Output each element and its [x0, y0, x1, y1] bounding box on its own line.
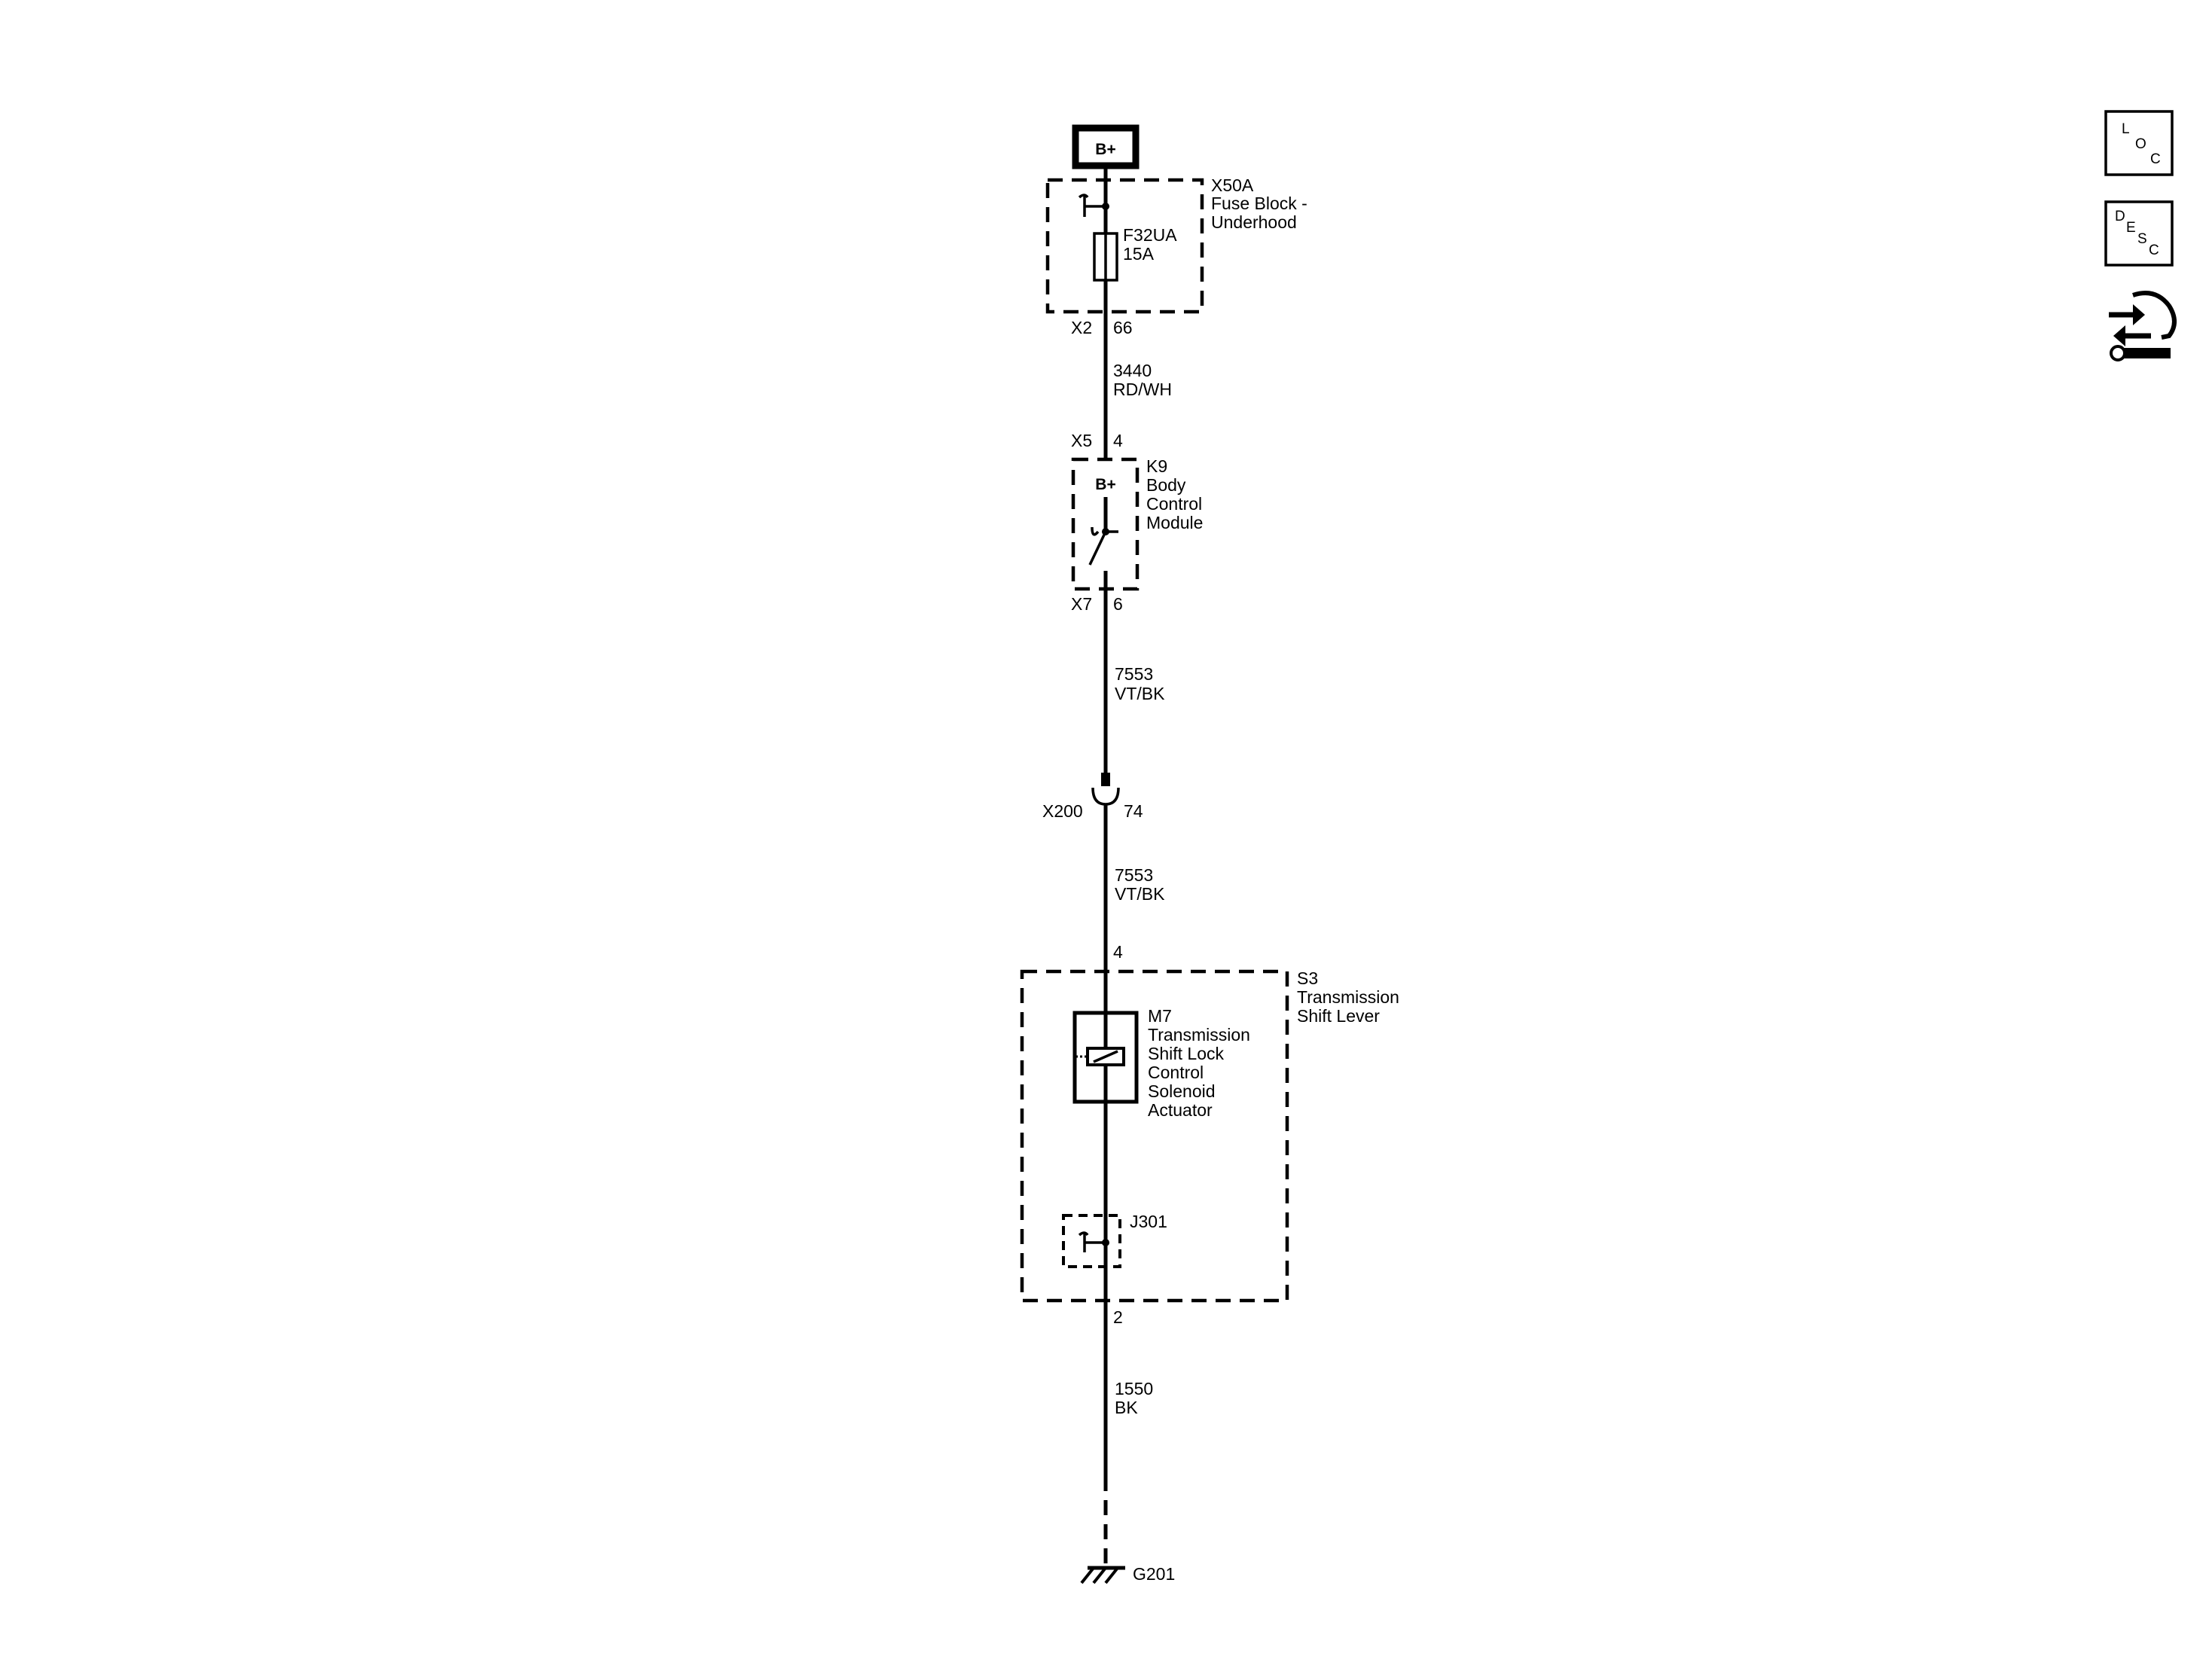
bcm-id: K9	[1146, 456, 1167, 476]
solenoid-coil-diagonal	[1093, 1050, 1118, 1063]
jumper-id: J301	[1130, 1212, 1167, 1231]
bcm-name-line1: Body	[1146, 475, 1186, 495]
solenoid-name-line3: Control	[1148, 1063, 1204, 1082]
wire-7553-lower-circuit: 7553	[1115, 865, 1153, 885]
ground-hatch-3	[1104, 1566, 1119, 1584]
connector-socket	[1091, 787, 1120, 806]
desc-letter-c: C	[2149, 242, 2159, 258]
bcm-out-pin: 6	[1113, 594, 1123, 614]
solenoid-name-line4: Solenoid	[1148, 1081, 1216, 1101]
bcm-in-pin: 4	[1113, 431, 1123, 450]
bcm-switch-hook	[1091, 526, 1100, 536]
solenoid-name-line1: Transmission	[1148, 1025, 1250, 1045]
wire-7553-lower[interactable]: 7553 VT/BK	[1103, 804, 1165, 971]
wire-1550-circuit: 1550	[1115, 1379, 1153, 1398]
inline-connector-id: X200	[1042, 801, 1083, 821]
power-source-label: B+	[1095, 141, 1115, 158]
jumper-hook-curve	[1078, 1231, 1089, 1237]
solenoid-name-line5: Actuator	[1148, 1100, 1213, 1120]
loc-button-frame	[2104, 110, 2174, 176]
desc-letter-s: S	[2137, 231, 2147, 247]
fuse-bus-hook	[1083, 196, 1106, 217]
ground-g201[interactable]: G201	[1080, 1476, 1175, 1584]
solenoid-id: M7	[1148, 1006, 1172, 1026]
loc-letter-c: C	[2150, 151, 2161, 167]
tool-icon[interactable]	[2109, 291, 2177, 361]
bcm-name-line2: Control	[1146, 494, 1202, 514]
loc-letter-l: L	[2122, 121, 2130, 137]
inline-connector-x200[interactable]: X200 74	[1042, 773, 1143, 821]
loc-button[interactable]: L O C	[2104, 110, 2174, 176]
inline-connector-pin: 74	[1124, 801, 1143, 821]
fuse-block-name-line1: Fuse Block -	[1211, 194, 1307, 213]
bcm-supply-label: B+	[1095, 476, 1115, 493]
solenoid-name-line2: Shift Lock	[1148, 1044, 1224, 1063]
wire-1550-color: BK	[1115, 1398, 1138, 1417]
tool-wrench-ring	[2110, 345, 2126, 361]
shift-lever-name-line2: Shift Lever	[1297, 1006, 1380, 1026]
jumper-j301[interactable]: J301	[1062, 1212, 1167, 1268]
shift-lever-id: S3	[1297, 968, 1318, 988]
desc-button-frame	[2104, 200, 2174, 267]
bcm-switch-blade	[1088, 531, 1107, 566]
transmission-shift-lever[interactable]: S3 Transmission Shift Lever	[1020, 968, 1399, 1303]
shift-lever-in-pin: 4	[1113, 942, 1123, 962]
desc-letter-d: D	[2115, 209, 2125, 224]
tool-wrench-handle	[2112, 348, 2171, 358]
wire-1550[interactable]: 1550 BK	[1103, 1301, 1153, 1476]
shift-lock-solenoid[interactable]: M7 Transmission Shift Lock Control Solen…	[1072, 971, 1250, 1120]
bcm-out-connector: X7	[1071, 594, 1092, 614]
fuse-id: F32UA	[1123, 225, 1177, 245]
fuse-block-id: X50A	[1211, 175, 1254, 195]
fuse-block-outline	[1045, 178, 1204, 314]
wire-7553-upper[interactable]: 7553 VT/BK	[1103, 589, 1165, 783]
fuse-block-connector: X2	[1071, 318, 1092, 337]
fuse-block[interactable]: F32UA 15A X50A Fuse Block - Underhood	[1045, 175, 1307, 314]
fuse-bus-hook-curve	[1078, 194, 1089, 199]
tool-wrench-jaw	[2132, 291, 2177, 340]
wire-7553-upper-color: VT/BK	[1115, 684, 1165, 703]
power-source[interactable]: B+	[1072, 124, 1140, 169]
shift-lever-name-line1: Transmission	[1297, 987, 1399, 1007]
ground-hatch-2	[1092, 1566, 1107, 1584]
body-control-module[interactable]: B+ K9 Body Control Module	[1071, 456, 1203, 591]
tool-arrowhead-left	[2113, 325, 2125, 346]
shift-lever-out-pin: 2	[1113, 1307, 1123, 1327]
wire-3440-circuit: 3440	[1113, 361, 1152, 380]
desc-letter-e: E	[2126, 220, 2136, 236]
fuse-block-pin: 66	[1113, 318, 1133, 337]
ground-hatch-1	[1080, 1566, 1095, 1584]
connector-pin-male	[1101, 773, 1110, 786]
bcm-in-connector: X5	[1071, 431, 1092, 450]
desc-button[interactable]: D E S C	[2104, 200, 2174, 267]
wire-3440-color: RD/WH	[1113, 380, 1172, 399]
wire-3440[interactable]: 3440 RD/WH	[1103, 312, 1172, 459]
fuse-rating: 15A	[1123, 244, 1155, 264]
loc-letter-o: O	[2135, 136, 2146, 152]
wire-7553-lower-color: VT/BK	[1115, 884, 1165, 904]
ground-id: G201	[1133, 1564, 1175, 1584]
fuse-block-name-line2: Underhood	[1211, 212, 1297, 232]
jumper-outline	[1062, 1214, 1121, 1268]
bcm-name-line3: Module	[1146, 513, 1203, 532]
jumper-hook	[1083, 1233, 1106, 1252]
wire-7553-upper-circuit: 7553	[1115, 664, 1153, 684]
shift-lever-outline	[1020, 969, 1289, 1303]
tool-arrowhead-right	[2133, 304, 2145, 325]
